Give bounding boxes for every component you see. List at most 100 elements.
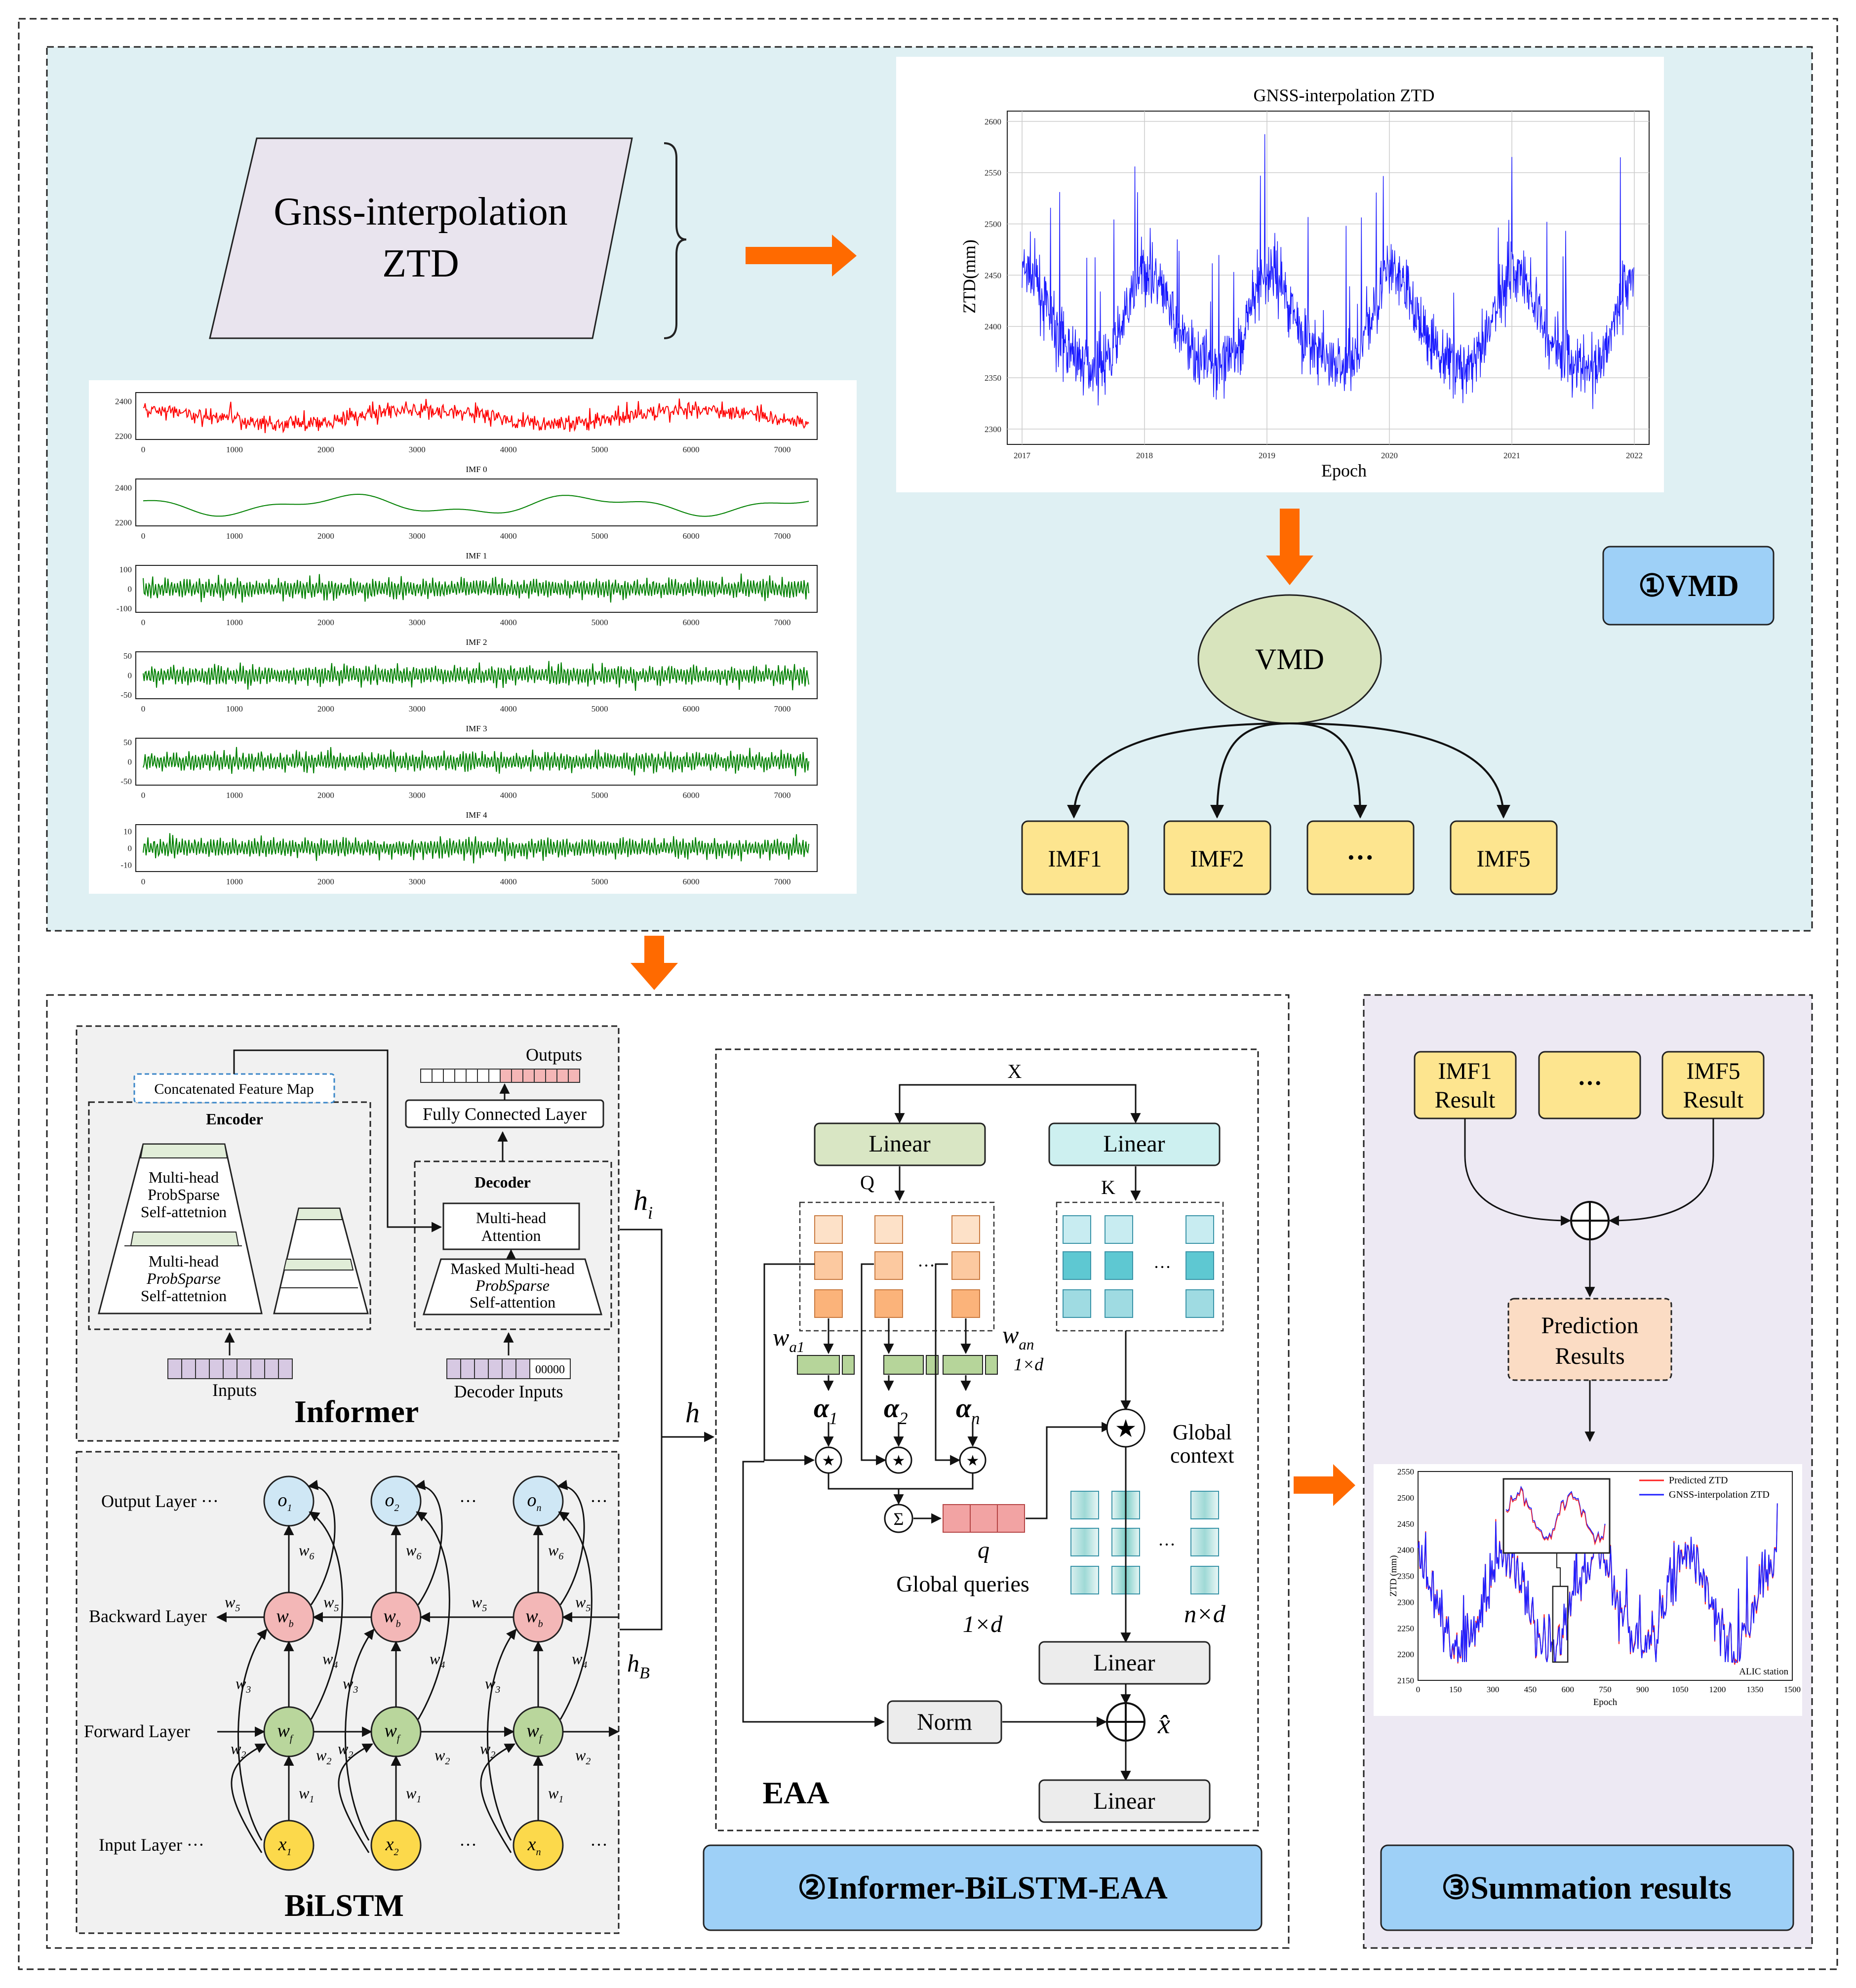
ctx-linear-label: Linear	[1093, 1650, 1155, 1676]
w1-label: w1	[548, 1784, 563, 1805]
decoder-input-cell	[474, 1358, 489, 1379]
ztd-x-tick: 2018	[1136, 451, 1153, 460]
output-cell	[420, 1069, 433, 1083]
legend-gnss: GNSS-interpolation ZTD	[1669, 1489, 1770, 1500]
imf-panel-title: IMF 0	[466, 465, 487, 474]
sum-input-3-l1: IMF5	[1686, 1058, 1740, 1084]
output-cell	[556, 1069, 569, 1083]
input-parallelogram	[209, 137, 633, 339]
sum-input-1-l2: Result	[1435, 1087, 1496, 1113]
wa1-label: wa1	[773, 1323, 804, 1355]
sum-badge-label: ③Summation results	[1441, 1870, 1732, 1906]
imf-y-tick: -50	[120, 690, 132, 700]
imf-node-3	[1306, 820, 1415, 895]
backward-node	[513, 1591, 564, 1643]
imf-y-tick: 0	[128, 757, 132, 767]
stars-bus	[828, 1473, 974, 1490]
pred-x-tick: 300	[1487, 1685, 1500, 1694]
imf-x-tick: 7000	[774, 618, 791, 627]
imf-x-tick: 2000	[317, 531, 334, 541]
output-cell	[522, 1069, 535, 1083]
wan-label: wan	[1002, 1321, 1034, 1353]
imf-y-tick: 10	[123, 827, 132, 836]
w5-bw: w5	[225, 1593, 240, 1614]
enc-bot-2: ProbSparse	[146, 1270, 221, 1287]
pred-y-tick: 2500	[1397, 1493, 1414, 1503]
mult-star: ★	[892, 1453, 906, 1469]
imf-panel-title: IMF 3	[466, 724, 487, 733]
imf-y-tick: 0	[128, 844, 132, 853]
pred-x-tick: 600	[1561, 1685, 1574, 1694]
encoder-band-1	[140, 1144, 228, 1158]
h-label: h	[685, 1396, 700, 1429]
encoder-small-band-1	[295, 1208, 343, 1220]
imf-y-tick: 50	[123, 651, 132, 661]
ztd-y-tick: 2500	[985, 219, 1001, 229]
imf-series-line	[143, 747, 810, 776]
output-cell	[466, 1069, 478, 1083]
w1-label: w1	[299, 1784, 314, 1805]
imf-x-tick: 4000	[500, 877, 517, 886]
xhat-label: x̂	[1157, 1709, 1170, 1740]
orange-arrow-right	[746, 235, 857, 277]
w-vector	[883, 1355, 924, 1375]
backward-node-label: wb	[276, 1606, 293, 1630]
q-token	[951, 1289, 980, 1318]
edge-bw-o-curve	[414, 1479, 443, 1605]
decoder-input-cell	[502, 1358, 516, 1379]
imf-x-tick: 4000	[500, 445, 517, 454]
inputs-label: Inputs	[212, 1380, 257, 1400]
output-node-label: on	[527, 1490, 542, 1513]
edge-bw-o-curve	[556, 1479, 585, 1605]
ztd-y-tick: 2600	[985, 117, 1001, 126]
pred-l1: Prediction	[1541, 1312, 1638, 1339]
imf-x-tick: 1000	[226, 531, 243, 541]
imf-x-tick: 0	[141, 618, 146, 627]
imf-node-2-label: IMF2	[1190, 846, 1244, 872]
sum-input-2-l1: ···	[1578, 1069, 1602, 1097]
dots: ···	[590, 1491, 608, 1511]
q1-feedback	[763, 1263, 815, 1466]
k-token	[1105, 1215, 1133, 1244]
imf-x-tick: 5000	[592, 445, 608, 454]
forward-node-label: wf	[385, 1720, 401, 1744]
alpha2: α2	[884, 1393, 908, 1428]
imf-x-tick: 6000	[683, 791, 700, 800]
q-token	[951, 1251, 980, 1280]
imf-x-tick: 2000	[317, 791, 334, 800]
pred-y-tick: 2350	[1397, 1572, 1414, 1581]
encoder-label: Encoder	[206, 1110, 263, 1128]
qn-feedback	[935, 1263, 961, 1466]
decoder-masked-trap	[422, 1258, 603, 1315]
input-node	[370, 1820, 422, 1871]
vmd-badge	[1602, 546, 1775, 626]
orange-arrow-down-1	[1266, 509, 1313, 585]
model-badge	[703, 1844, 1263, 1931]
sum-input-3-l2: Result	[1683, 1087, 1744, 1113]
ztd-chart-xlabel: Epoch	[1321, 461, 1367, 480]
imf-x-tick: 6000	[683, 618, 700, 627]
output-layer-label: Output Layer ···	[101, 1491, 219, 1511]
imf-x-tick: 7000	[774, 704, 791, 714]
w3-label: w3	[343, 1674, 358, 1695]
alpha1: α1	[814, 1393, 837, 1428]
decoder-input-cell	[515, 1358, 530, 1379]
imf-x-tick: 0	[141, 531, 146, 541]
imf-x-tick: 3000	[409, 704, 426, 714]
imf-x-tick: 2000	[317, 704, 334, 714]
decoder-box	[414, 1160, 612, 1330]
fc-label: Fully Connected Layer	[423, 1104, 587, 1124]
zoom-inset	[1502, 1478, 1611, 1554]
imf-panel-title: IMF 2	[466, 637, 487, 647]
out-linear-label: Linear	[1093, 1788, 1155, 1814]
imf-panel-title: IMF 4	[466, 810, 487, 820]
bilstm-title: BiLSTM	[284, 1888, 404, 1923]
orange-arrow-right-2	[1294, 1464, 1355, 1506]
decoder-label: Decoder	[474, 1173, 531, 1191]
edge-fw-o-curve	[416, 1511, 450, 1720]
pred-y-tick: 2300	[1397, 1597, 1414, 1607]
output-node	[370, 1475, 422, 1527]
global-query-cell	[970, 1504, 998, 1533]
w-vector-tail	[985, 1355, 998, 1375]
